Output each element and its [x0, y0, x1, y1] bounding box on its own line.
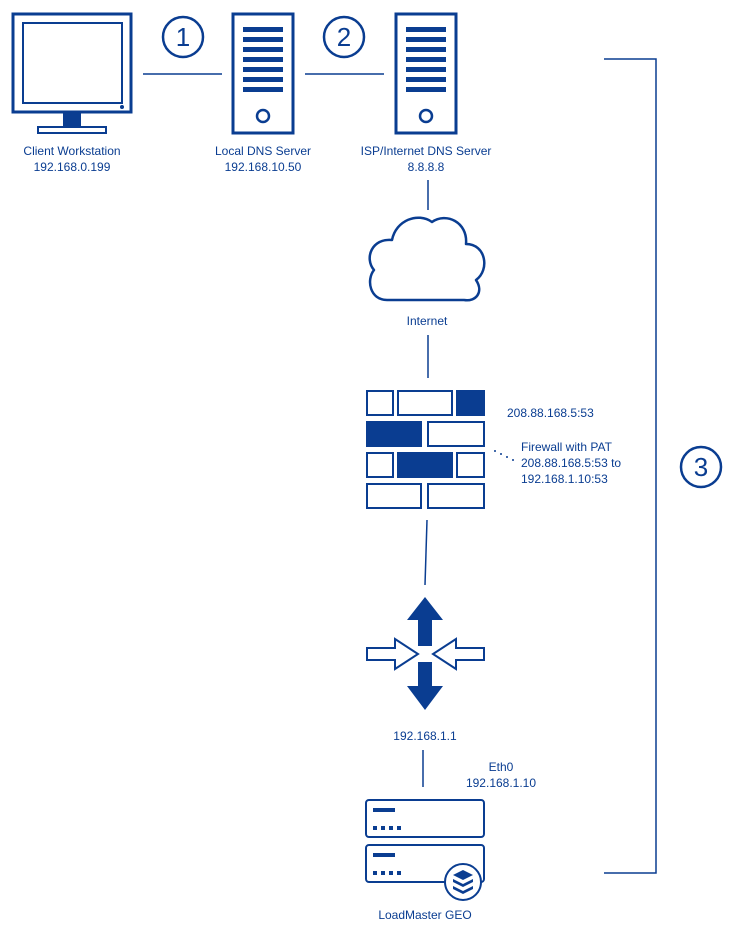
- firewall-leader: [494, 450, 514, 461]
- step-badge-3: [679, 445, 723, 489]
- step-2-number: 2: [337, 22, 351, 52]
- loadmaster-icon: [365, 799, 485, 901]
- loadmaster-ip: 192.168.1.10: [465, 776, 537, 790]
- firewall-nat-line2: 192.168.1.10:53: [521, 472, 608, 486]
- step-3-bracket: [604, 58, 657, 874]
- loadmaster-interface: Eth0 192.168.1.10: [466, 759, 536, 791]
- firewall-description: Firewall with PAT 208.88.168.5:53 to 192…: [521, 439, 621, 487]
- firewall-icon: [366, 390, 485, 509]
- local-dns-ip: 192.168.10.50: [224, 160, 302, 174]
- monitor-icon: [11, 12, 133, 134]
- loadmaster-label: LoadMaster GEO: [378, 908, 472, 922]
- isp-dns-ip: 8.8.8.8: [407, 160, 445, 174]
- local-dns-label: Local DNS Server 192.168.10.50: [215, 143, 311, 175]
- cloud-icon: [368, 216, 486, 302]
- internet-label: Internet: [406, 314, 448, 328]
- firewall-nat-line1: 208.88.168.5:53 to: [521, 456, 622, 470]
- firewall-name: Firewall with PAT: [521, 440, 612, 454]
- isp-dns-label: ISP/Internet DNS Server 8.8.8.8: [361, 143, 492, 175]
- router-icon: [366, 597, 485, 710]
- step-1-number: 1: [176, 22, 190, 52]
- connector-lines: [143, 73, 429, 787]
- firewall-public-ip: 208.88.168.5:53: [507, 406, 594, 420]
- server-icon: [231, 12, 295, 135]
- client-name: Client Workstation: [23, 144, 121, 158]
- isp-dns-name: ISP/Internet DNS Server: [360, 144, 492, 158]
- step-badge-2: [322, 15, 366, 59]
- local-dns-name: Local DNS Server: [214, 144, 312, 158]
- client-ip: 192.168.0.199: [33, 160, 111, 174]
- step-badge-1: [161, 15, 205, 59]
- router-ip: 192.168.1.1: [393, 729, 457, 743]
- link-firewall-router: [424, 519, 428, 586]
- loadmaster-iface: Eth0: [488, 760, 514, 774]
- geo-badge-icon: [444, 863, 482, 901]
- client-label: Client Workstation 192.168.0.199: [23, 143, 120, 175]
- server-icon: [394, 12, 458, 135]
- step-3-number: 3: [694, 452, 708, 482]
